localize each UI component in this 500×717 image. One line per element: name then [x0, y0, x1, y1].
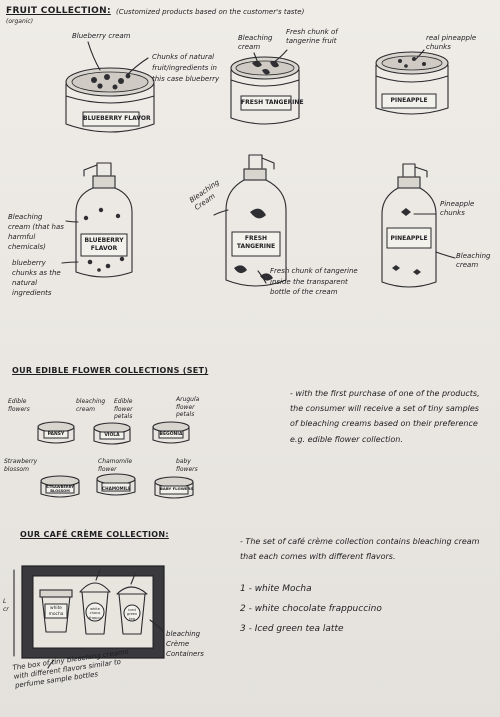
- side-dimension-mark: L cr: [3, 598, 9, 613]
- pineapple-jar-drawing: [375, 51, 449, 115]
- annotation-bleaching-cream-pineapple: Bleaching cream: [456, 252, 491, 269]
- flower-jar-label-pansy: PANSY: [47, 432, 65, 437]
- jar-label-pineapple: PINEAPPLE: [390, 97, 428, 104]
- annotation-pineapple-chunks: Pineapple chunks: [440, 200, 475, 217]
- blueberry-jar-drawing: [65, 67, 155, 133]
- flower-jar-label-baby-flowers: BABY FLOWERS: [160, 486, 194, 491]
- fruit-collection-title: FRUIT COLLECTION:: [6, 6, 111, 16]
- annotation-fresh-tangerine-chunk: Fresh chunk of tangerine fruit: [286, 28, 338, 45]
- cafe-item-1: 1 - white Mocha: [240, 584, 312, 594]
- cup-label-iced-green-tea: iced green tea: [126, 608, 138, 621]
- annotation-edible-flowers: Edible flowers: [8, 398, 30, 413]
- annotation-edible-flower-petals: Edible flower petals: [114, 398, 133, 420]
- pineapple-bottle-drawing: [381, 163, 437, 288]
- annotation-arugula-petals: Arugula flower petals: [176, 396, 200, 418]
- cafe-item-2: 2 - white chocolate frappuccino: [240, 604, 382, 614]
- bottle-label-pineapple: PINEAPPLE: [390, 235, 428, 242]
- flower-jar-label-begonia: BEGONIA: [159, 432, 183, 437]
- annotation-flower-bleaching-cream: bleaching cream: [76, 398, 106, 413]
- annotation-natural-chunks: Chunks of natural fruit/ingredients in t…: [152, 53, 220, 83]
- flower-jar-label-chamomile: CHAMOMILE: [102, 486, 131, 491]
- cafe-box-drawing: [13, 565, 165, 659]
- annotation-blueberry-cream: Blueberry cream: [72, 32, 131, 40]
- cafe-collection-title: OUR CAFÉ CRÈME COLLECTION:: [20, 530, 169, 539]
- cafe-item-3: 3 - Iced green tea latte: [240, 624, 344, 634]
- annotation-bleaching-cream-harmful: Bleaching cream (that has harmful chemic…: [8, 213, 64, 252]
- annotation-arrows: [47, 41, 456, 669]
- fruit-collection-organic: (organic): [6, 18, 34, 25]
- flower-jar-drawings: [37, 421, 194, 499]
- blueberry-bottle-drawing: [75, 162, 133, 278]
- annotation-tangerine-inside-bottle: Fresh chunk of tangerine inside the tran…: [270, 267, 358, 296]
- tangerine-jar-drawing: [230, 56, 300, 125]
- bottle-label-blueberry: BLUEBERRY FLAVOR: [84, 237, 124, 252]
- flower-collection-note: - with the first purchase of one of the …: [290, 389, 480, 444]
- tangerine-bottle-drawing: [225, 154, 287, 287]
- annotation-creme-containers: bleaching Crème Containers: [166, 630, 204, 658]
- annotation-real-pineapple: real pineapple chunks: [426, 34, 477, 51]
- flower-jar-label-strawberry: STRAWBERRY BLOSSOM: [46, 485, 74, 494]
- annotation-bleaching-cream-jar: Bleaching cream: [238, 34, 273, 51]
- annotation-strawberry-blossom: Strawberry blossom: [4, 458, 38, 473]
- flower-collection-title: OUR EDIBLE FLOWER COLLECTIONS (SET): [12, 366, 209, 375]
- cup-label-white-mocha: white mocha: [48, 606, 64, 617]
- annotation-baby-flowers: baby flowers: [176, 458, 198, 473]
- jar-label-tangerine: FRESH TANGERINE: [241, 99, 304, 106]
- flower-jar-label-viola: VIOLA: [104, 433, 120, 438]
- bottle-label-tangerine: FRESH TANGERINE: [236, 235, 276, 250]
- cup-label-frappuccino: white choco frappu: [89, 607, 101, 620]
- cafe-collection-intro: - The set of café crème collection conta…: [240, 537, 480, 562]
- annotation-chamomile-flower: Chamomile flower: [98, 458, 133, 473]
- fruit-collection-subtitle: (Customized products based on the custom…: [116, 8, 305, 16]
- jar-label-blueberry: BLUEBERRY FLAVOR: [83, 115, 151, 122]
- annotation-blueberry-chunks: blueberry chunks as the natural ingredie…: [12, 259, 61, 298]
